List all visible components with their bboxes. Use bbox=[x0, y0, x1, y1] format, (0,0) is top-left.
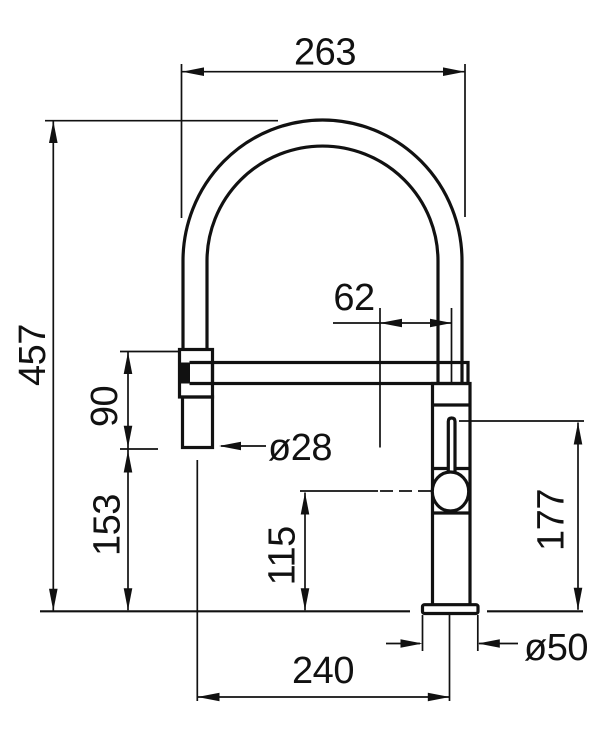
arrowhead-down bbox=[123, 588, 133, 611]
arrowhead-left bbox=[477, 639, 500, 648]
arrowhead-down bbox=[123, 425, 133, 448]
dim-head-diameter: ø28 bbox=[219, 427, 332, 469]
arrowhead-left bbox=[380, 318, 402, 328]
dim-label-240: 240 bbox=[292, 650, 354, 692]
dim-label-153: 153 bbox=[86, 494, 128, 556]
dim-label-115: 115 bbox=[261, 526, 303, 585]
dim-spray-head-chain: 90 153 bbox=[84, 350, 180, 611]
lever-rod bbox=[446, 416, 457, 480]
dim-label-177: 177 bbox=[531, 489, 573, 551]
spray-head-clip-fill bbox=[179, 362, 190, 384]
arrowhead-up bbox=[123, 450, 133, 473]
arrowhead-right bbox=[400, 639, 423, 648]
arrowhead-down bbox=[573, 587, 583, 610]
dim-label-90: 90 bbox=[84, 386, 126, 427]
spray-head-body bbox=[180, 395, 215, 450]
dim-reach: 240 bbox=[196, 460, 451, 702]
dim-base-diameter: ø50 bbox=[386, 615, 588, 669]
dim-label-d50: ø50 bbox=[524, 627, 588, 669]
lever-ball-joint bbox=[430, 470, 471, 513]
dim-spout-width: 263 bbox=[180, 32, 466, 218]
dim-label-263: 263 bbox=[294, 32, 356, 74]
arrowhead-up bbox=[573, 422, 583, 445]
arrowhead-right bbox=[443, 67, 465, 76]
dim-label-d28: ø28 bbox=[268, 427, 332, 469]
arrowhead-left bbox=[182, 67, 204, 76]
base-flange bbox=[420, 603, 480, 616]
holder-bar bbox=[210, 360, 470, 386]
arrowhead-right bbox=[430, 318, 452, 328]
arrowhead-up bbox=[123, 352, 133, 374]
dim-lever-height: 177 bbox=[459, 420, 584, 610]
arrowhead-left bbox=[219, 441, 241, 451]
dim-overall-height: 457 bbox=[12, 119, 278, 611]
arrowhead-left bbox=[197, 692, 220, 702]
arrowhead-up bbox=[300, 492, 310, 515]
spout-outer-arc bbox=[181, 118, 464, 384]
faucet-outline bbox=[177, 118, 472, 607]
dim-outlet-offset: 62 bbox=[333, 277, 453, 448]
dim-label-62: 62 bbox=[333, 277, 374, 319]
arrowhead-right bbox=[427, 692, 450, 702]
arrowhead-up bbox=[49, 121, 58, 143]
arrowhead-down bbox=[49, 588, 58, 611]
arrowhead-down bbox=[300, 588, 310, 611]
spout-inner-arc bbox=[205, 144, 440, 384]
dim-label-457: 457 bbox=[12, 324, 54, 386]
dim-pivot-height: 115 bbox=[261, 490, 434, 611]
